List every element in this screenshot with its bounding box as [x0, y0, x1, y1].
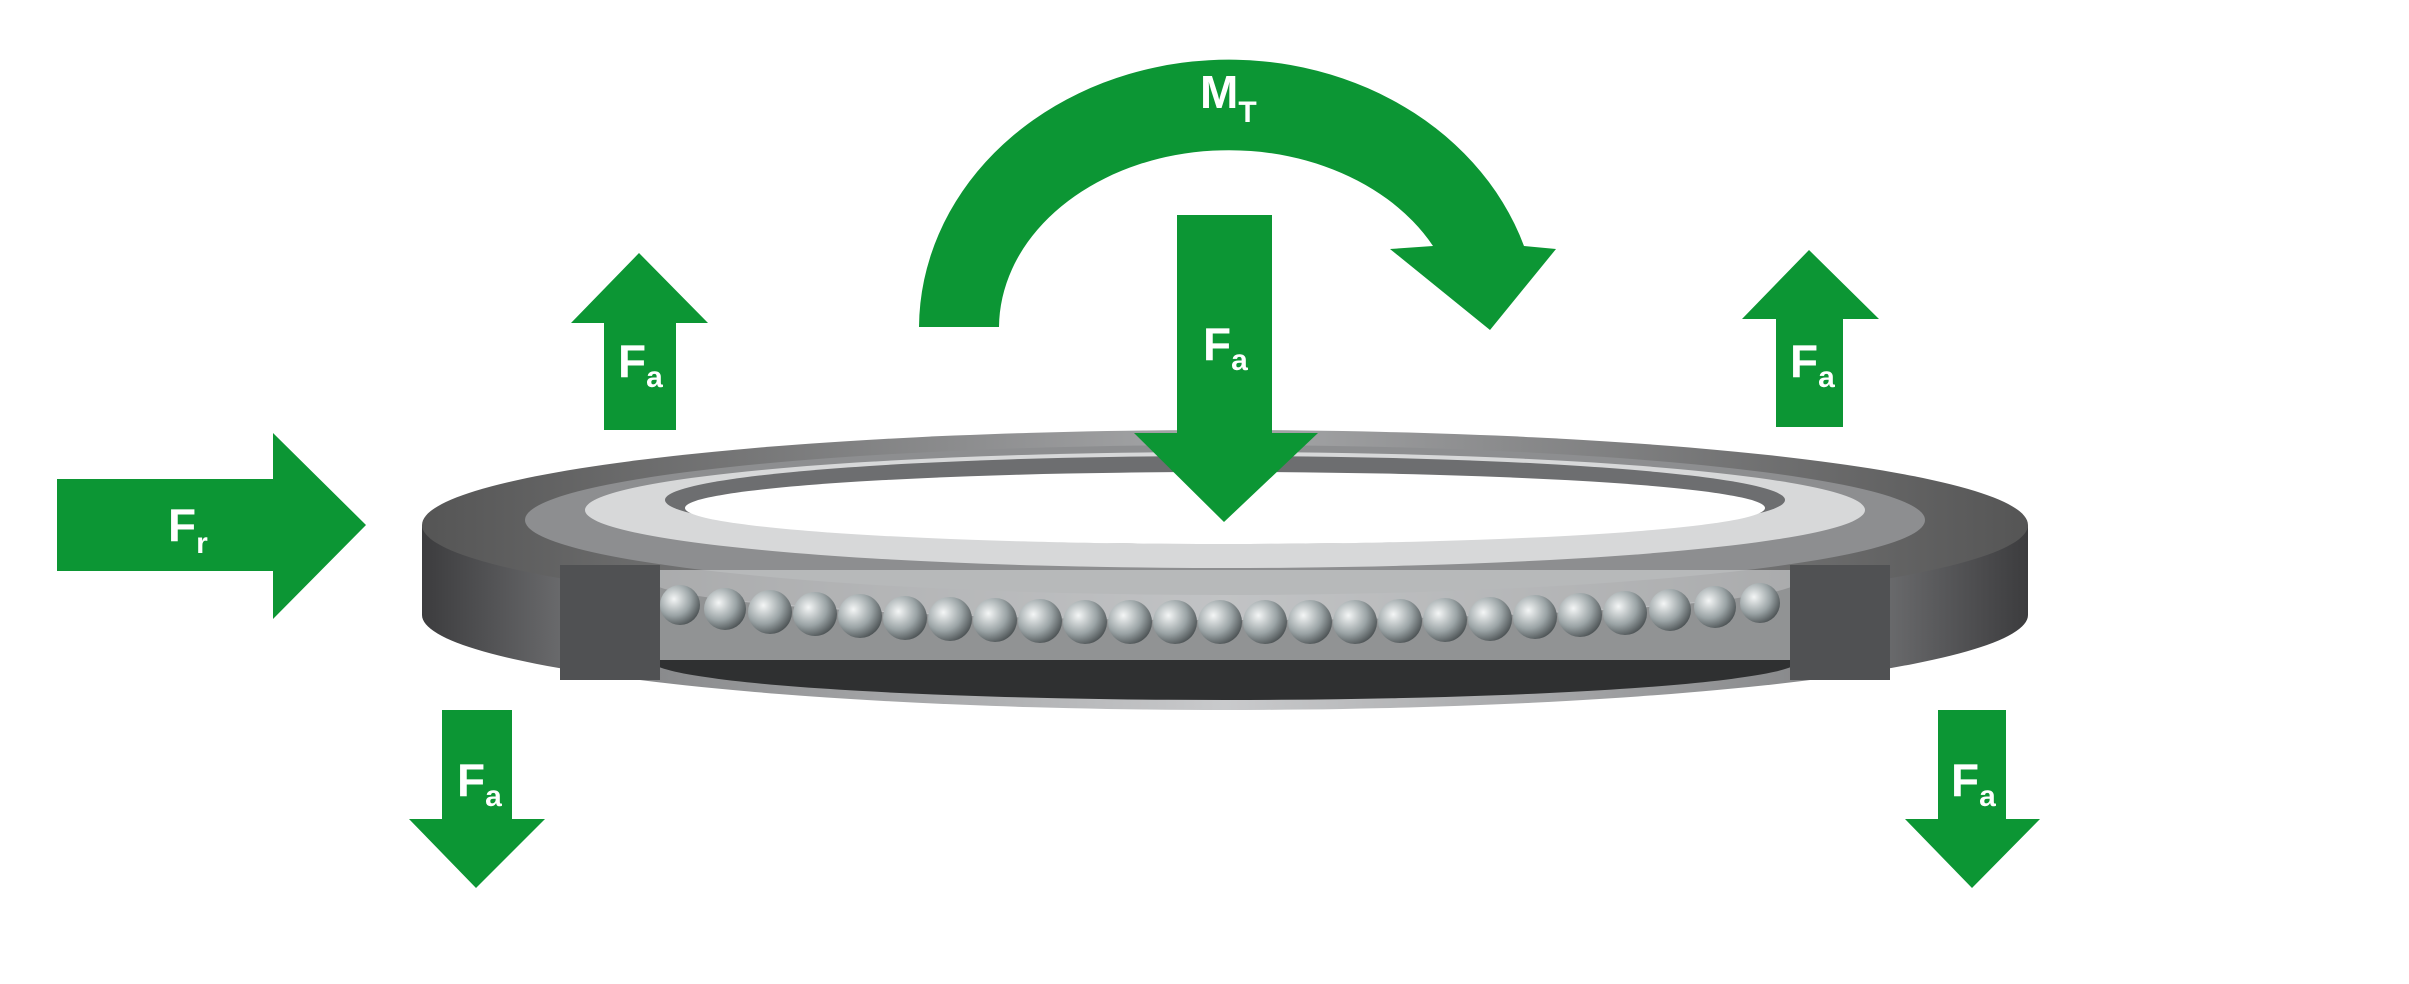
axial-force-arrow-left-up: Fa [571, 253, 708, 430]
axial-force-arrow-right-up: Fa [1742, 250, 1879, 427]
svg-text:Fa: Fa [1790, 335, 1835, 394]
svg-text:Fr: Fr [168, 499, 208, 560]
axial-force-arrow-center-down: Fa [1134, 215, 1318, 522]
axial-force-arrow-left-down: Fa [409, 710, 545, 888]
svg-text:Fa: Fa [457, 754, 502, 813]
svg-text:Fa: Fa [1203, 318, 1248, 377]
radial-force-arrow: Fr [57, 433, 366, 619]
tilting-moment-label: MT [1200, 66, 1257, 129]
svg-text:Fa: Fa [618, 335, 663, 394]
axial-force-arrow-right-down: Fa [1905, 710, 2040, 888]
rolling-balls [660, 583, 1780, 644]
svg-text:Fa: Fa [1951, 754, 1996, 813]
tilting-moment-arrow: MT [919, 59, 1556, 331]
